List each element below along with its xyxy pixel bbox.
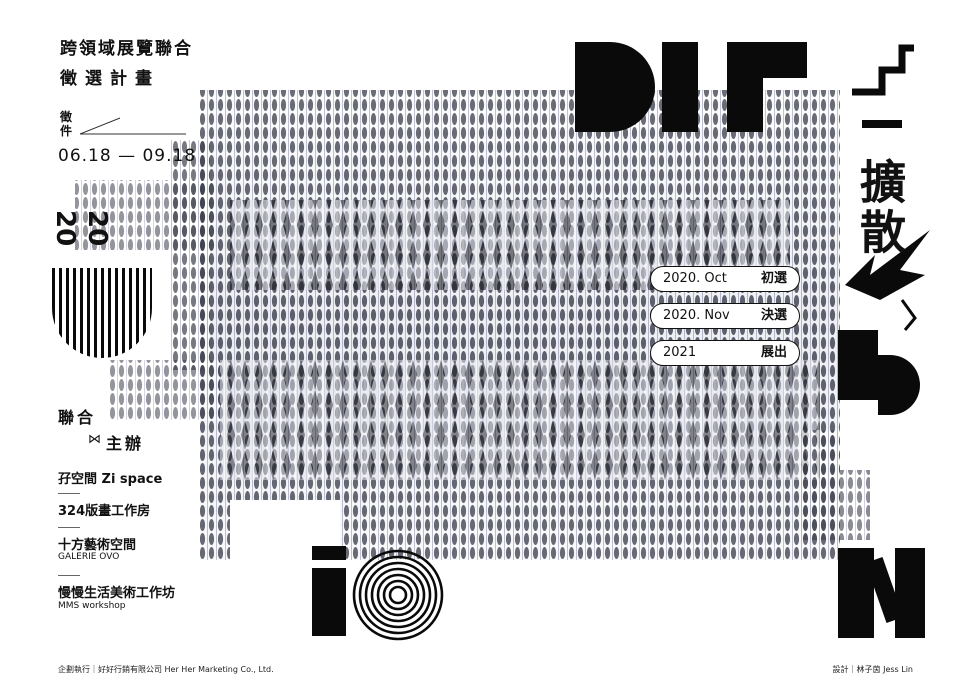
join-symbol: ⋈ bbox=[88, 432, 101, 447]
organizer-divider bbox=[58, 493, 80, 494]
organizer-name: 孖空間 Zi space bbox=[58, 472, 163, 487]
schedule-item: 2020. Nov 決選 bbox=[650, 303, 800, 329]
concentric-circles bbox=[352, 549, 444, 641]
call-dates: 06.18 — 09.18 bbox=[58, 146, 197, 166]
schedule-date: 2021 bbox=[663, 345, 697, 360]
footer-credit-right: 設計｜林子茵 Jess Lin bbox=[832, 665, 913, 674]
organizer-subname: MMS workshop bbox=[58, 601, 126, 611]
theme-title: 擴散 bbox=[853, 158, 907, 258]
schedule-item: 2020. Oct 初選 bbox=[650, 266, 800, 292]
organizer-divider bbox=[58, 527, 80, 528]
poster-title: 跨領域展覽聯合 bbox=[60, 39, 193, 59]
organizer-name: 慢慢生活美術工作坊 bbox=[58, 586, 176, 601]
poster-subtitle: 徵選計畫 bbox=[60, 69, 160, 89]
schedule-item: 2021 展出 bbox=[650, 340, 800, 366]
call-label: 徵件 bbox=[60, 110, 73, 138]
schedule-event: 展出 bbox=[760, 345, 787, 360]
striped-half-circle bbox=[52, 268, 152, 358]
organizers-heading-1: 聯合 bbox=[58, 408, 97, 427]
schedule-date: 2020. Nov bbox=[663, 308, 730, 323]
year-top: 20 bbox=[50, 210, 80, 247]
footer-credit-left: 企劃執行｜好好行銷有限公司 Her Her Marketing Co., Ltd… bbox=[58, 665, 274, 674]
schedule-event: 決選 bbox=[760, 308, 787, 323]
organizer-name: 十方藝術空間 bbox=[58, 538, 137, 553]
organizer-divider bbox=[58, 575, 80, 576]
year-bottom: 20 bbox=[82, 210, 112, 247]
organizers-heading-2: 主辦 bbox=[106, 434, 145, 453]
organizer-name: 324版畫工作房 bbox=[58, 504, 151, 519]
schedule-event: 初選 bbox=[760, 271, 787, 286]
organizer-subname: GALERIE OVO bbox=[58, 552, 120, 562]
schedule-date: 2020. Oct bbox=[663, 271, 727, 286]
